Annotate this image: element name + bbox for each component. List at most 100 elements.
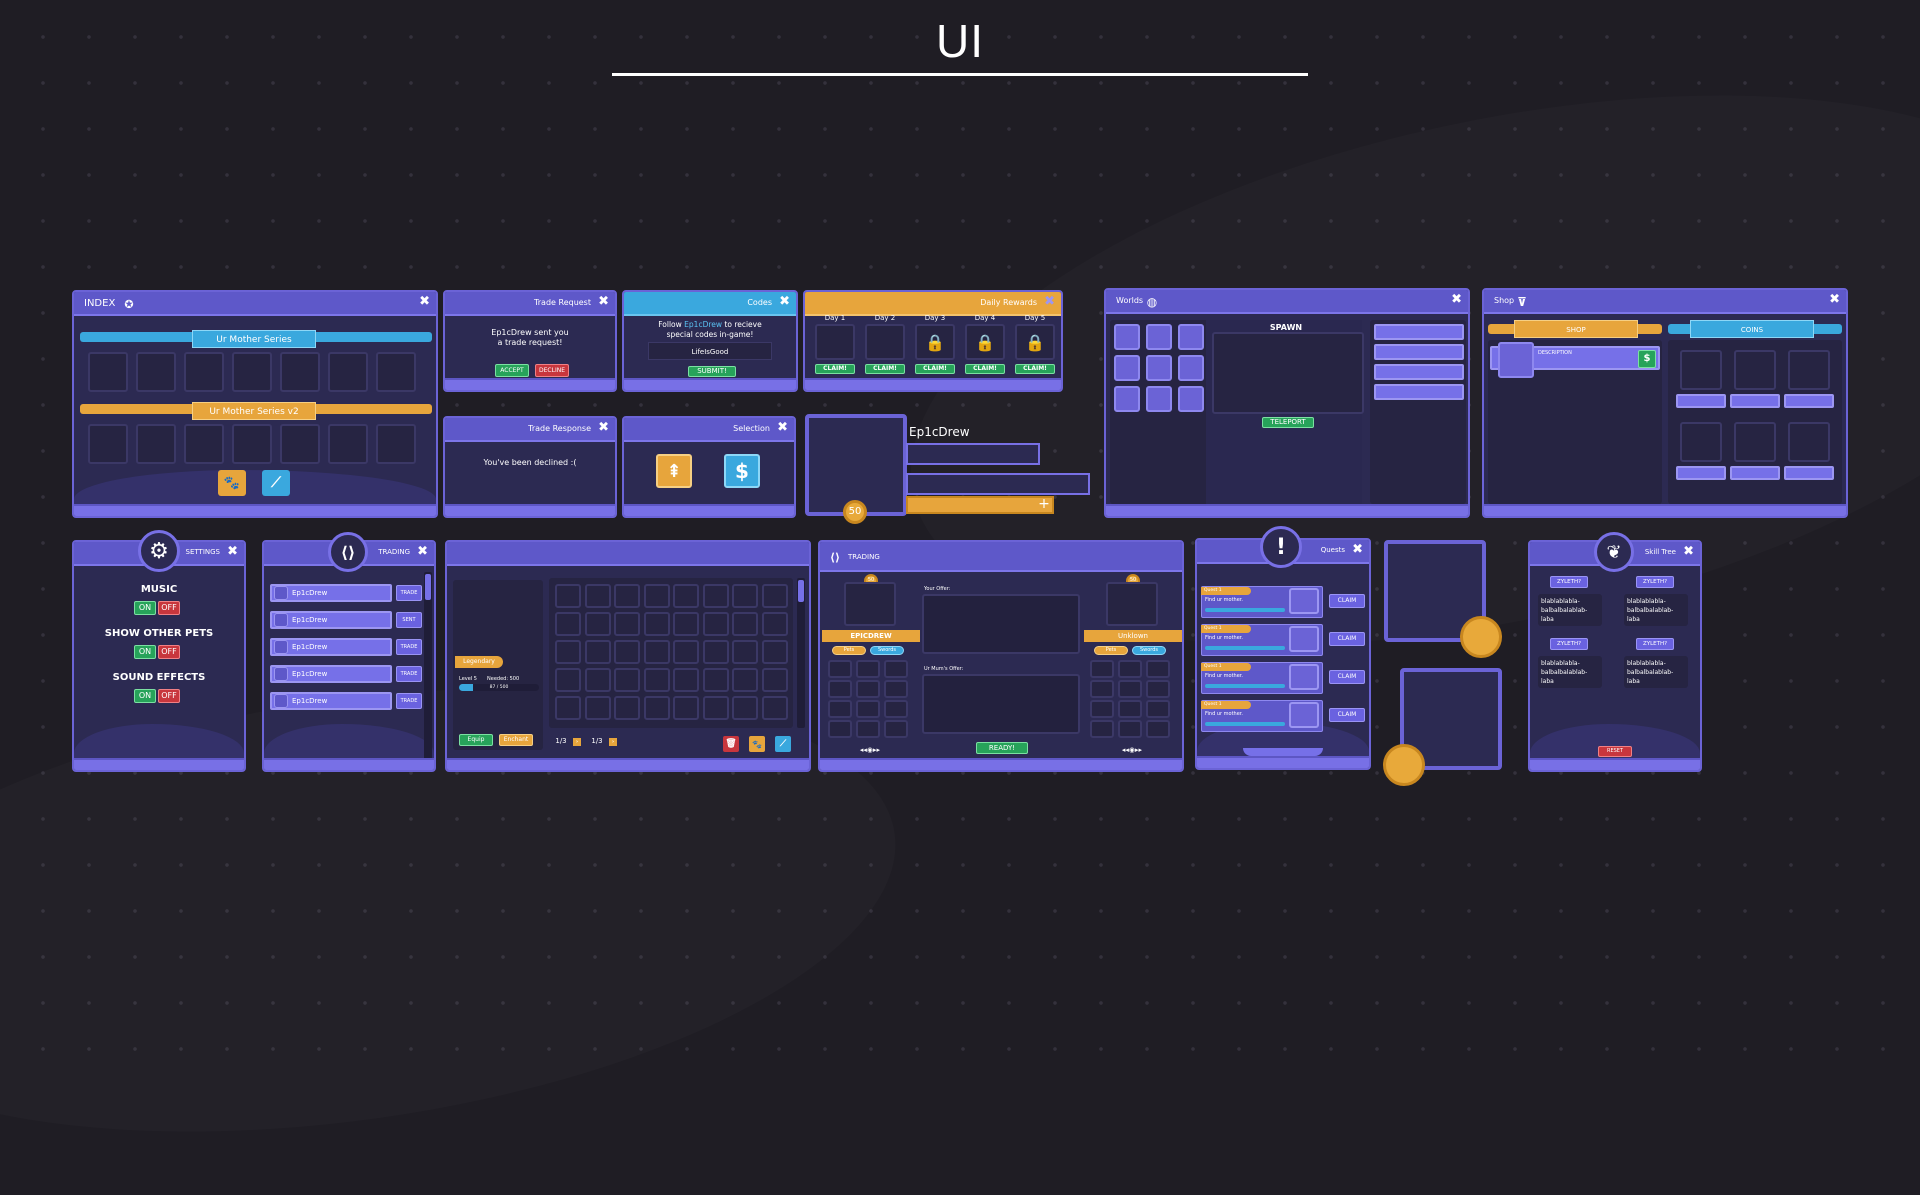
coin-pack-slot[interactable]: [1680, 350, 1722, 390]
tab-shop[interactable]: SHOP: [1514, 320, 1638, 338]
inventory-slot[interactable]: [643, 584, 670, 608]
trade-right-slot[interactable]: [1146, 660, 1170, 678]
accept-button[interactable]: ACCEPT: [495, 364, 529, 377]
index-slot[interactable]: [88, 424, 128, 464]
trade-left-slot[interactable]: [856, 720, 880, 738]
close-icon[interactable]: ✖: [1829, 292, 1840, 307]
coin-pack-price[interactable]: [1730, 466, 1780, 480]
trade-right-slot[interactable]: [1118, 680, 1142, 698]
paw-button[interactable]: 🐾: [749, 736, 765, 752]
close-icon[interactable]: ✖: [227, 544, 238, 559]
trade-left-slot[interactable]: [884, 660, 908, 678]
buy-button[interactable]: $: [1638, 350, 1656, 368]
claim-button[interactable]: CLAIM!: [965, 364, 1005, 374]
trade-player-button[interactable]: TRADE: [396, 585, 422, 601]
inventory-slot[interactable]: [673, 612, 699, 636]
pets-off-toggle[interactable]: OFF: [158, 645, 180, 659]
trade-player-button[interactable]: TRADE: [396, 666, 422, 682]
inventory-slot[interactable]: [702, 696, 729, 720]
coin-pack-slot[interactable]: [1680, 422, 1722, 462]
tab-coins[interactable]: COINS: [1690, 320, 1814, 338]
index-slot[interactable]: [376, 352, 416, 392]
close-icon[interactable]: ✖: [598, 294, 609, 309]
inventory-scrollbar[interactable]: [797, 578, 805, 728]
coin-pack-price[interactable]: [1730, 394, 1780, 408]
plus-button[interactable]: +: [1038, 496, 1050, 512]
trade-right-slot[interactable]: [1090, 700, 1114, 718]
skill-node-label[interactable]: ZYLETH?: [1636, 638, 1674, 650]
inventory-slot[interactable]: [702, 612, 729, 636]
scrollbar-track[interactable]: [424, 572, 432, 760]
next-page-icon-2[interactable]: ›: [609, 738, 617, 746]
trade-right-slot[interactable]: [1146, 720, 1170, 738]
claim-button[interactable]: CLAIM: [1329, 632, 1365, 646]
trade-left-slot[interactable]: [884, 720, 908, 738]
claim-button[interactable]: CLAIM!: [815, 364, 855, 374]
claim-button[interactable]: CLAIM!: [1015, 364, 1055, 374]
inventory-slot[interactable]: [732, 668, 758, 692]
music-on-toggle[interactable]: ON: [134, 601, 156, 615]
sword-button[interactable]: ⟋: [775, 736, 791, 752]
reset-button[interactable]: RESET: [1598, 746, 1632, 757]
trade-right-slot[interactable]: [1146, 700, 1170, 718]
inventory-slot[interactable]: [614, 668, 640, 692]
left-swords-tab[interactable]: Swords: [870, 646, 904, 655]
coin-pack-price[interactable]: [1676, 466, 1726, 480]
paw-button[interactable]: 🐾: [218, 470, 246, 496]
world-slot[interactable]: [1178, 355, 1204, 381]
index-slot[interactable]: [136, 352, 176, 392]
sword-button[interactable]: ⟋: [262, 470, 290, 496]
trade-right-slot[interactable]: [1090, 720, 1114, 738]
dollar-button[interactable]: $: [724, 454, 760, 488]
trade-left-slot[interactable]: [884, 680, 908, 698]
index-slot[interactable]: [376, 424, 416, 464]
trade-left-slot[interactable]: [856, 680, 880, 698]
world-slot[interactable]: [1146, 324, 1172, 350]
coin-pack-slot[interactable]: [1788, 422, 1830, 462]
right-pets-tab[interactable]: Pets: [1094, 646, 1128, 655]
world-slot[interactable]: [1146, 355, 1172, 381]
trade-left-slot[interactable]: [828, 680, 852, 698]
right-swords-tab[interactable]: Swords: [1132, 646, 1166, 655]
enchant-button[interactable]: Enchant: [499, 734, 533, 746]
skill-node-label[interactable]: ZYLETH?: [1636, 576, 1674, 588]
world-list-item[interactable]: [1374, 324, 1464, 340]
index-slot[interactable]: [88, 352, 128, 392]
trade-left-slot[interactable]: [856, 660, 880, 678]
coin-pack-slot[interactable]: [1788, 350, 1830, 390]
index-slot[interactable]: [184, 352, 224, 392]
next-page-icon-1[interactable]: ›: [573, 738, 581, 746]
close-icon[interactable]: ✖: [598, 420, 609, 435]
inventory-slot[interactable]: [614, 584, 640, 608]
decline-button[interactable]: DECLINE: [535, 364, 569, 377]
inventory-slot[interactable]: [555, 612, 581, 636]
trade-right-slot[interactable]: [1118, 660, 1142, 678]
close-icon[interactable]: ✖: [779, 294, 790, 309]
claim-button[interactable]: CLAIM!: [865, 364, 905, 374]
pets-on-toggle[interactable]: ON: [134, 645, 156, 659]
inventory-slot[interactable]: [761, 612, 788, 636]
close-icon[interactable]: ✖: [777, 420, 788, 435]
world-slot[interactable]: [1146, 386, 1172, 412]
inventory-slot[interactable]: [732, 612, 758, 636]
trade-player-button[interactable]: TRADE: [396, 693, 422, 709]
inventory-slot[interactable]: [673, 668, 699, 692]
world-slot[interactable]: [1114, 324, 1140, 350]
world-slot[interactable]: [1178, 324, 1204, 350]
trade-left-slot[interactable]: [884, 700, 908, 718]
skill-node-label[interactable]: ZYLETH?: [1550, 638, 1588, 650]
inventory-slot[interactable]: [732, 640, 758, 664]
inventory-slot[interactable]: [614, 640, 640, 664]
left-pager[interactable]: ◂◂◉▸▸: [859, 746, 881, 754]
inventory-slot[interactable]: [702, 668, 729, 692]
scrollbar-thumb[interactable]: [425, 574, 431, 600]
trade-left-slot[interactable]: [856, 700, 880, 718]
inventory-slot[interactable]: [732, 584, 758, 608]
inventory-slot[interactable]: [732, 696, 758, 720]
right-pager[interactable]: ◂◂◉▸▸: [1121, 746, 1143, 754]
inventory-slot[interactable]: [584, 668, 611, 692]
claim-button[interactable]: CLAIM!: [915, 364, 955, 374]
inventory-slot[interactable]: [673, 584, 699, 608]
index-slot[interactable]: [328, 352, 368, 392]
world-slot[interactable]: [1114, 386, 1140, 412]
